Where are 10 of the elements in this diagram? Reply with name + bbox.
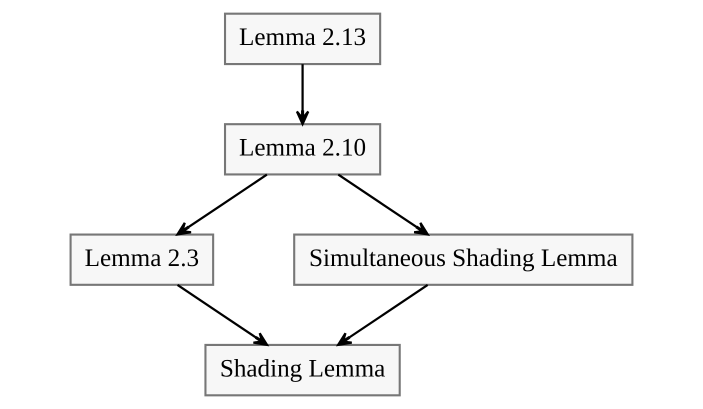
arrow: [337, 284, 428, 346]
arrow: [176, 284, 268, 346]
node-box: Lemma 2.10: [224, 123, 382, 176]
node-box: Shading Lemma: [204, 344, 401, 396]
arrow: [296, 64, 310, 126]
node-box: Lemma 2.3: [70, 234, 214, 286]
arrow: [176, 174, 268, 236]
node-box: Lemma 2.13: [224, 12, 382, 66]
node-box: Simultaneous Shading Lemma: [293, 234, 634, 286]
arrow: [338, 174, 429, 236]
